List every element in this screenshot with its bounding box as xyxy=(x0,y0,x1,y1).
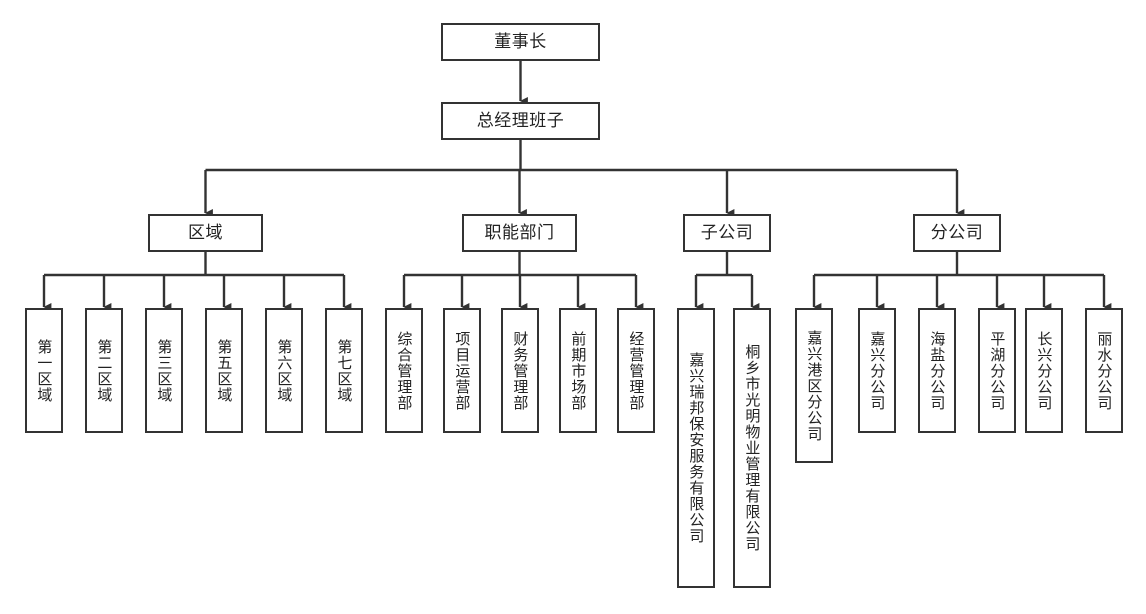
node-label: 子公司 xyxy=(700,222,754,243)
node-region-1[interactable]: 第一区域 xyxy=(25,308,63,433)
node-category-branch[interactable]: 分公司 xyxy=(913,214,1001,252)
node-region-3[interactable]: 第三区域 xyxy=(145,308,183,433)
node-department-early-stage-market[interactable]: 前期市场部 xyxy=(559,308,597,433)
node-department-general-management[interactable]: 综合管理部 xyxy=(385,308,423,433)
node-region-6[interactable]: 第六区域 xyxy=(265,308,303,433)
node-category-region[interactable]: 区域 xyxy=(148,214,263,252)
node-label: 第三区域 xyxy=(155,338,174,403)
node-category-subsidiary[interactable]: 子公司 xyxy=(683,214,771,252)
node-label: 丽水分公司 xyxy=(1095,330,1114,411)
node-label: 经营管理部 xyxy=(627,330,646,411)
node-label: 嘉兴分公司 xyxy=(868,330,887,411)
node-subsidiary-ruibang-security[interactable]: 嘉兴瑞邦保安服务有限公司 xyxy=(677,308,715,588)
node-label: 综合管理部 xyxy=(395,330,414,411)
node-region-5[interactable]: 第五区域 xyxy=(205,308,243,433)
node-label: 第一区域 xyxy=(35,338,54,403)
node-label: 桐乡市光明物业管理有限公司 xyxy=(743,344,762,552)
node-general-manager-team[interactable]: 总经理班子 xyxy=(441,102,600,140)
node-label: 分公司 xyxy=(930,222,984,243)
node-branch-haiyan[interactable]: 海盐分公司 xyxy=(918,308,956,433)
node-label: 嘉兴瑞邦保安服务有限公司 xyxy=(687,352,706,544)
node-label: 第七区域 xyxy=(335,338,354,403)
node-label: 长兴分公司 xyxy=(1035,330,1054,411)
node-branch-lishui[interactable]: 丽水分公司 xyxy=(1085,308,1123,433)
node-region-2[interactable]: 第二区域 xyxy=(85,308,123,433)
node-subsidiary-guangming-property[interactable]: 桐乡市光明物业管理有限公司 xyxy=(733,308,771,588)
node-label: 财务管理部 xyxy=(511,330,530,411)
node-label: 第五区域 xyxy=(215,338,234,403)
node-label: 区域 xyxy=(188,222,223,243)
node-label: 前期市场部 xyxy=(569,330,588,411)
node-label: 职能部门 xyxy=(484,222,555,243)
node-label: 项目运营部 xyxy=(453,330,472,411)
node-branch-jiaxing-port[interactable]: 嘉兴港区分公司 xyxy=(795,308,833,463)
node-label: 海盐分公司 xyxy=(928,330,947,411)
node-department-finance[interactable]: 财务管理部 xyxy=(501,308,539,433)
node-chairman[interactable]: 董事长 xyxy=(441,23,600,61)
node-branch-changxing[interactable]: 长兴分公司 xyxy=(1025,308,1063,433)
node-label: 总经理班子 xyxy=(476,110,565,131)
node-department-project-operations[interactable]: 项目运营部 xyxy=(443,308,481,433)
node-branch-pinghu[interactable]: 平湖分公司 xyxy=(978,308,1016,433)
node-label: 平湖分公司 xyxy=(988,330,1007,411)
node-category-functional-department[interactable]: 职能部门 xyxy=(462,214,577,252)
node-label: 第二区域 xyxy=(95,338,114,403)
node-department-business-management[interactable]: 经营管理部 xyxy=(617,308,655,433)
node-branch-jiaxing[interactable]: 嘉兴分公司 xyxy=(858,308,896,433)
node-label: 董事长 xyxy=(494,31,547,52)
node-label: 第六区域 xyxy=(275,338,294,403)
node-region-7[interactable]: 第七区域 xyxy=(325,308,363,433)
node-label: 嘉兴港区分公司 xyxy=(805,329,824,442)
